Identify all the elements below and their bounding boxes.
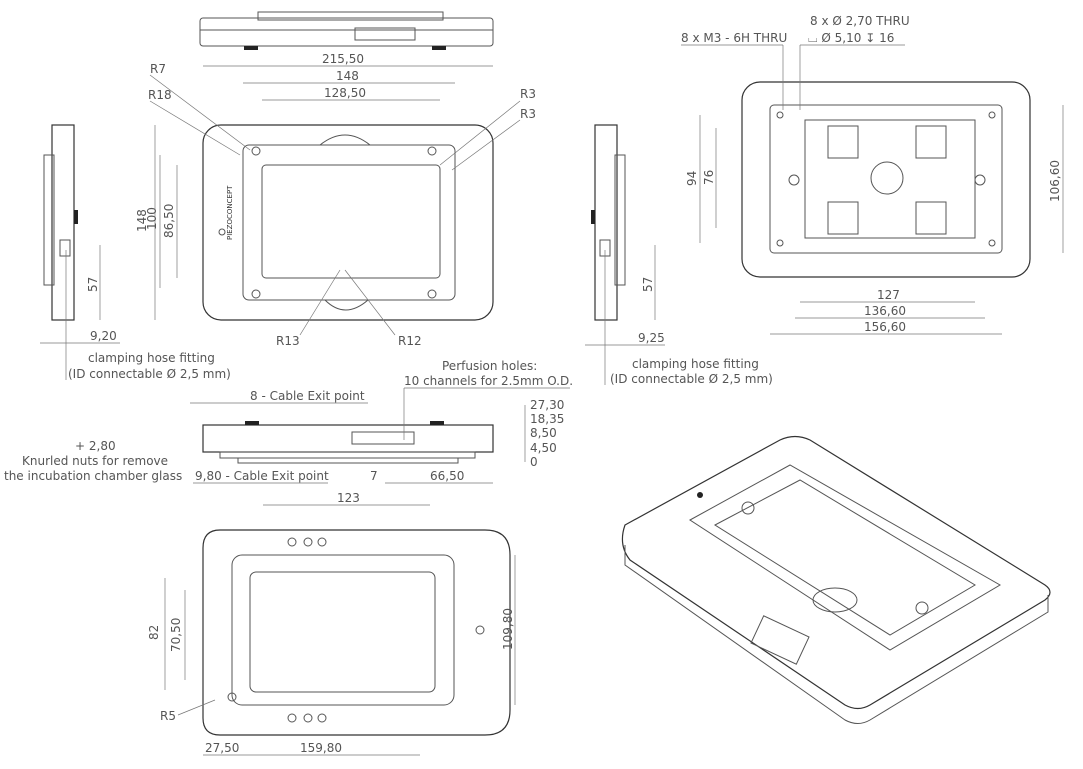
counterbore-note: ⌴ Ø 5,10 ↧ 16: [808, 31, 894, 45]
knurled-note-2: the incubation chamber glass: [4, 469, 182, 483]
perfusion-note-1: Perfusion holes:: [442, 359, 537, 373]
radius-r12: R12: [398, 334, 422, 348]
left-side-view: 57 9,20 clamping hose fitting (ID connec…: [40, 124, 231, 381]
dim-9-20: 9,20: [90, 329, 117, 343]
dim-136-60: 136,60: [864, 304, 906, 318]
dim-66-50: 66,50: [430, 469, 464, 483]
hose-note-left-1: clamping hose fitting: [88, 351, 215, 365]
level-4-50: 4,50: [530, 441, 557, 455]
dim-70-50: 70,50: [169, 618, 183, 652]
radius-r3-a: R3: [520, 87, 536, 101]
radius-r13: R13: [276, 334, 300, 348]
thru-holes-note: 8 x Ø 2,70 THRU: [810, 14, 910, 28]
brand-logo: PIEZOCONCEPT: [226, 185, 234, 240]
dim-86-50: 86,50: [162, 204, 176, 238]
radius-r3-b: R3: [520, 107, 536, 121]
knurled-offset: + 2,80: [75, 439, 116, 453]
tapped-holes-note: 8 x M3 - 6H THRU: [681, 31, 787, 45]
dim-57-left: 57: [86, 277, 100, 292]
level-27-30: 27,30: [530, 398, 564, 412]
top-edge-view: [199, 11, 494, 50]
radius-r18: R18: [148, 88, 172, 102]
level-0: 0: [530, 455, 538, 469]
hose-note-right-1: clamping hose fitting: [632, 357, 759, 371]
hose-note-left-2: (ID connectable Ø 2,5 mm): [68, 367, 231, 381]
dim-215-50: 215,50: [322, 52, 364, 66]
dim-76: 76: [702, 170, 716, 185]
dim-148: 148: [336, 69, 359, 83]
radius-r7: R7: [150, 62, 166, 76]
dim-7: 7: [370, 469, 378, 483]
dim-127: 127: [877, 288, 900, 302]
level-8-50: 8,50: [530, 426, 557, 440]
front-view: Perfusion holes: 10 channels for 2.5mm O…: [4, 359, 573, 484]
dim-159-80: 159,80: [300, 741, 342, 755]
isometric-view: [621, 435, 1051, 724]
dim-123: 123: [337, 491, 360, 505]
top-view: PIEZOCONCEPT 215,50 148 128,50 R7 R18 R3…: [135, 52, 536, 348]
dim-94: 94: [685, 171, 699, 186]
back-view: 8 x M3 - 6H THRU 8 x Ø 2,70 THRU ⌴ Ø 5,1…: [681, 14, 1064, 335]
level-18-35: 18,35: [530, 412, 564, 426]
cable-exit-9-80: 9,80 - Cable Exit point: [195, 469, 329, 483]
dim-106-60: 106,60: [1048, 160, 1062, 202]
cable-exit-8: 8 - Cable Exit point: [250, 389, 365, 403]
dim-109-80: 109,80: [501, 608, 515, 650]
dim-128-50: 128,50: [324, 86, 366, 100]
dim-100: 100: [145, 207, 159, 230]
knurled-note-1: Knurled nuts for remove: [22, 454, 168, 468]
dim-9-25: 9,25: [638, 331, 665, 345]
dim-27-50: 27,50: [205, 741, 239, 755]
dim-57-right: 57: [641, 277, 655, 292]
dim-156-60: 156,60: [864, 320, 906, 334]
dim-82: 82: [147, 625, 161, 640]
dim-148-vertical: 148: [135, 209, 149, 232]
bottom-view: 123 82 70,50 109,80 R5 27,50 159,80: [147, 491, 516, 756]
hose-note-right-2: (ID connectable Ø 2,5 mm): [610, 372, 773, 386]
right-side-view: 57 9,25 clamping hose fitting (ID connec…: [585, 124, 773, 386]
perfusion-note-2: 10 channels for 2.5mm O.D.: [404, 374, 573, 388]
radius-r5: R5: [160, 709, 176, 723]
